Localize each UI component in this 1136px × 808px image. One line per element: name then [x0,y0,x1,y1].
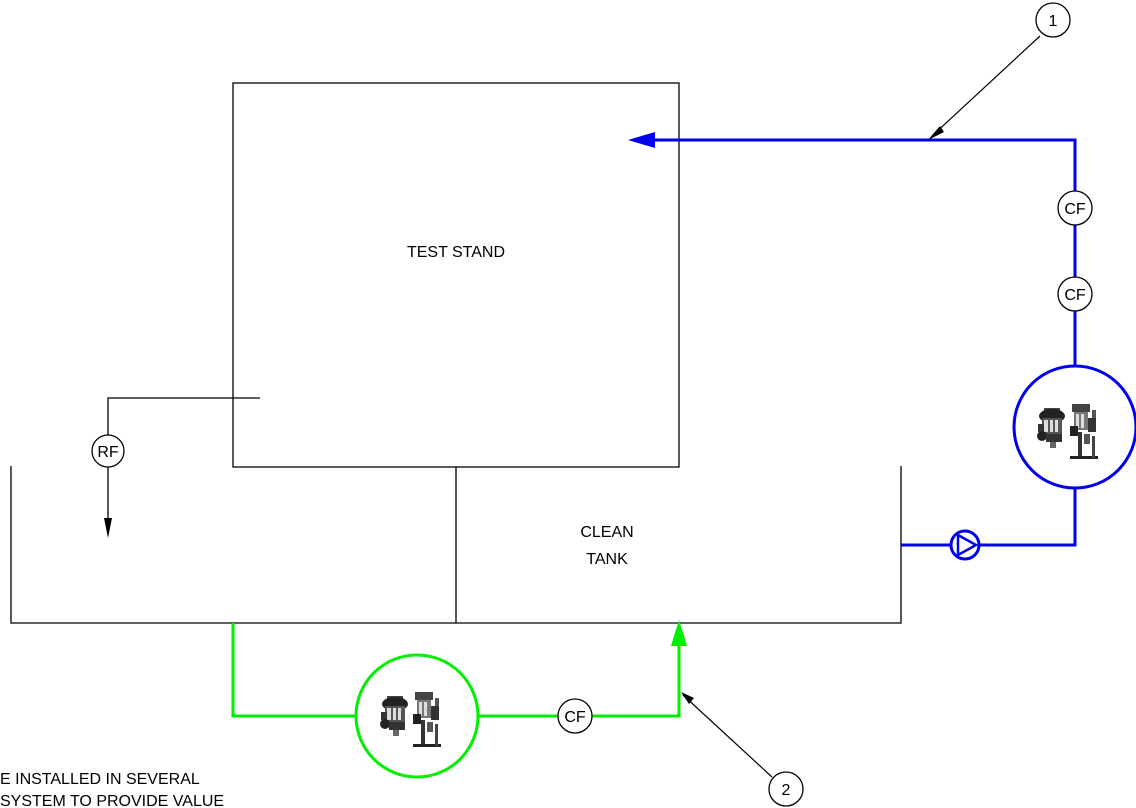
cf-label-bottom: CF [564,709,586,726]
clean-tank-label-line1: CLEAN [580,524,633,541]
callout-1-arrowhead [928,126,944,140]
blue-flow-arrow [628,132,655,148]
return-drain-arrow [104,518,112,538]
callout-1-label: 1 [1049,13,1058,30]
clean-tank-label-line2: TANK [586,551,628,568]
test-stand-box [232,82,680,468]
note-line-1: E INSTALLED IN SEVERAL [0,771,200,788]
rf-filter-symbol [91,434,125,468]
callout-2-bubble [768,771,804,807]
cf-label-top: CF [1064,201,1086,218]
cf-symbol-bottom [557,698,593,734]
test-stand-label: TEST STAND [407,244,505,261]
callout-1-bubble [1035,2,1071,38]
return-drain-line [107,397,260,530]
pump-triangle [956,532,979,558]
callout-2-arrowhead [681,692,694,704]
callout-1-leader [931,35,1041,137]
note-line-2: SYSTEM TO PROVIDE VALUE [0,793,224,808]
green-flow-arrow [671,620,687,646]
rf-label: RF [97,444,119,461]
cf-label-middle: CF [1064,287,1086,304]
callout-2-leader [682,694,773,778]
blue-supply-line [645,138,1077,547]
callout-2-label: 2 [782,782,791,799]
cf-symbol-top [1057,190,1093,226]
cf-symbol-middle [1057,276,1093,312]
